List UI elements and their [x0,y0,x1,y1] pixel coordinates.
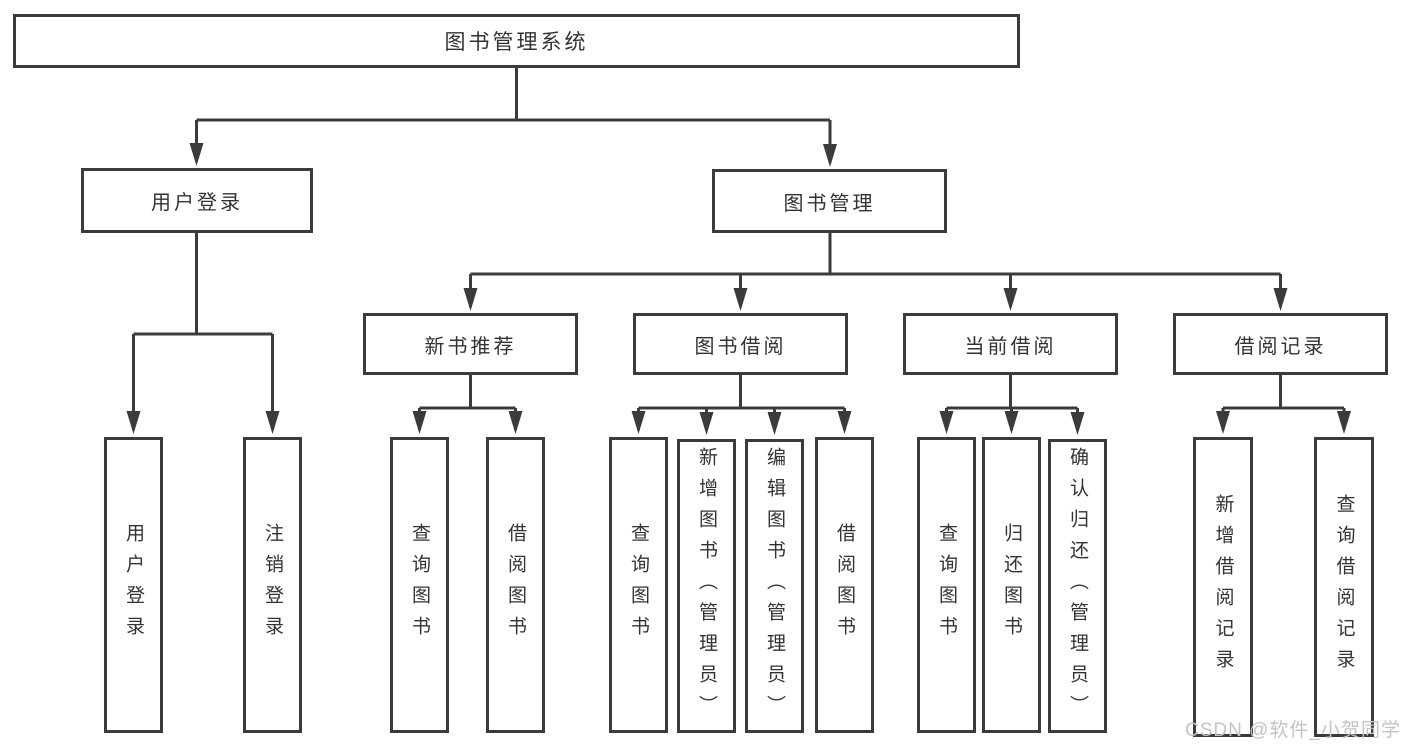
node-label: 图书管理 [783,192,876,215]
node-label: 查询图书 [628,523,649,647]
leaf-query-books-1: 查询图书 [390,437,449,733]
node-library-management-system: 图书管理系统 [13,14,1020,68]
node-book-borrow: 图书借阅 [633,313,848,375]
node-label: 归还图书 [1001,523,1022,647]
node-label: 查询借阅记录 [1333,494,1355,680]
node-label: 用户登录 [151,192,243,214]
leaf-query-books-2: 查询图书 [609,437,668,733]
node-label: 新书推荐 [424,335,517,358]
leaf-edit-books-admin: 编辑图书（管理员） [745,439,804,733]
node-label: 借阅记录 [1234,335,1327,358]
leaf-query-books-3: 查询图书 [917,437,976,733]
node-label: 图书管理系统 [444,31,589,54]
node-label: 查询图书 [936,523,957,647]
node-label: 当前借阅 [964,335,1057,358]
node-borrow-records: 借阅记录 [1173,313,1388,375]
node-label: 新增图书（管理员） [696,446,717,726]
arrowheads [126,143,1351,435]
leaf-borrow-books-1: 借阅图书 [486,437,545,733]
node-label: 确认归还（管理员） [1067,446,1088,726]
node-label: 借阅图书 [505,523,526,647]
node-book-management: 图书管理 [712,169,947,233]
leaf-add-books-admin: 新增图书（管理员） [677,439,736,733]
node-user-login: 用户登录 [81,168,313,233]
leaf-logout: 注销登录 [243,437,302,733]
leaf-add-borrow-record: 新增借阅记录 [1193,437,1253,737]
node-current-borrow: 当前借阅 [903,313,1118,375]
leaf-query-borrow-record: 查询借阅记录 [1314,437,1374,737]
node-label: 新增借阅记录 [1212,494,1234,680]
node-label: 用户登录 [123,523,144,647]
leaf-confirm-return-admin: 确认归还（管理员） [1048,439,1107,733]
leaf-return-books: 归还图书 [982,437,1041,733]
node-label: 借阅图书 [834,523,855,647]
node-label: 查询图书 [409,523,430,647]
leaf-user-login: 用户登录 [104,437,163,733]
node-label: 注销登录 [262,523,283,647]
leaf-borrow-books-2: 借阅图书 [815,437,874,733]
node-new-book-recommend: 新书推荐 [363,313,578,375]
csdn-watermark: CSDN @软件_小贺同学 [1185,720,1401,741]
node-label: 编辑图书（管理员） [764,446,785,726]
node-label: 图书借阅 [694,335,787,358]
